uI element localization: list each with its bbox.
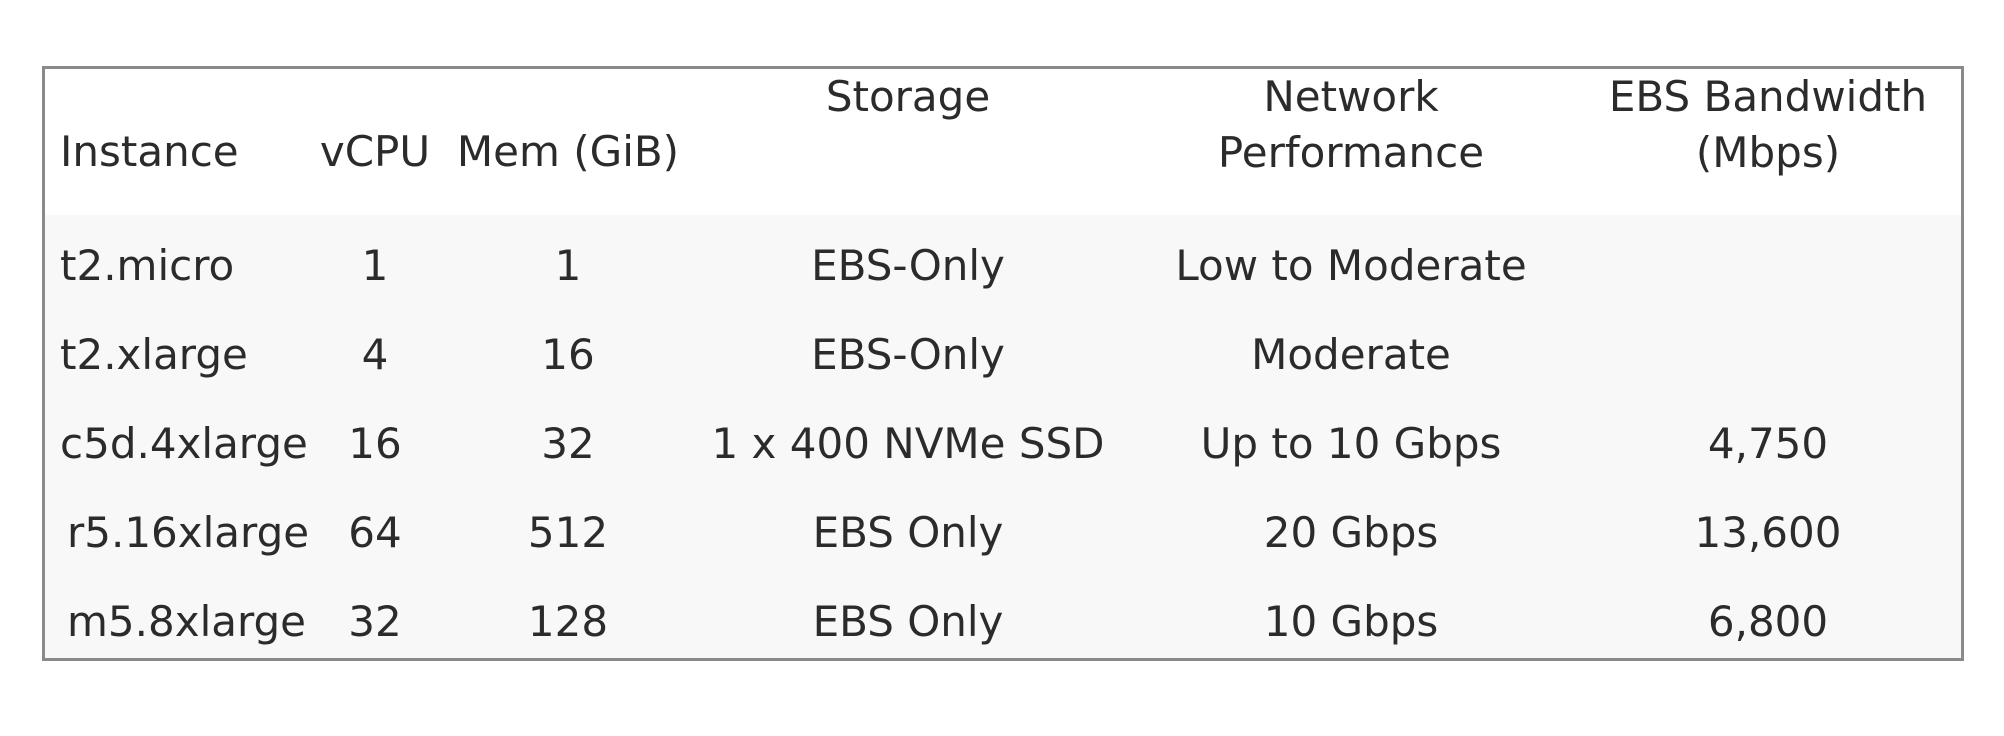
cell-network: Low to Moderate [1175, 241, 1527, 290]
cell-mem: 32 [541, 419, 595, 468]
cell-network: Up to 10 Gbps [1200, 419, 1502, 468]
header-vcpu-line: vCPU [319, 127, 431, 176]
cell-instance: r5.16xlarge [67, 508, 310, 557]
cell-vcpu: 32 [348, 597, 402, 646]
header-mem: Mem (GiB) [457, 124, 679, 180]
header-mem-line: Mem (GiB) [456, 127, 680, 176]
header-storage-line: Storage [825, 72, 991, 121]
header-ebs-line-1: EBS Bandwidth [1608, 72, 1928, 121]
cell-storage: 1 x 400 NVMe SSD [711, 419, 1105, 468]
header-network-line-2: Performance [1217, 128, 1485, 177]
header-ebs-line-2: (Mbps) [1695, 128, 1841, 177]
header-ebs-bandwidth: EBS Bandwidth (Mbps) [1609, 69, 1927, 181]
cell-storage: EBS-Only [811, 241, 1005, 290]
cell-ebs: 6,800 [1707, 597, 1829, 646]
header-network-line-1: Network [1263, 72, 1439, 121]
cell-vcpu: 16 [348, 419, 402, 468]
cell-instance: c5d.4xlarge [60, 419, 308, 468]
instance-table: Instance vCPU Mem (GiB) Storage Network … [42, 66, 1964, 661]
cell-storage: EBS-Only [811, 330, 1005, 379]
cell-storage: EBS Only [812, 597, 1004, 646]
header-storage: Storage [826, 69, 990, 125]
cell-vcpu: 4 [361, 330, 389, 379]
cell-instance: t2.xlarge [60, 330, 248, 379]
cell-network: Moderate [1251, 330, 1451, 379]
header-vcpu: vCPU [320, 124, 430, 180]
cell-mem: 128 [527, 597, 609, 646]
cell-vcpu: 64 [348, 508, 402, 557]
cell-vcpu: 1 [361, 241, 389, 290]
header-network-performance: Network Performance [1218, 69, 1484, 181]
cell-instance: m5.8xlarge [67, 597, 306, 646]
cell-storage: EBS Only [812, 508, 1004, 557]
cell-ebs: 4,750 [1707, 419, 1829, 468]
cell-mem: 1 [554, 241, 582, 290]
header-instance-line: Instance [60, 127, 239, 176]
cell-instance: t2.micro [60, 241, 235, 290]
table-header-row: Instance vCPU Mem (GiB) Storage Network … [45, 69, 1961, 215]
cell-mem: 512 [527, 508, 609, 557]
header-instance: Instance [60, 124, 239, 180]
cell-mem: 16 [541, 330, 595, 379]
cell-ebs: 13,600 [1694, 508, 1842, 557]
cell-network: 20 Gbps [1263, 508, 1439, 557]
cell-network: 10 Gbps [1263, 597, 1439, 646]
